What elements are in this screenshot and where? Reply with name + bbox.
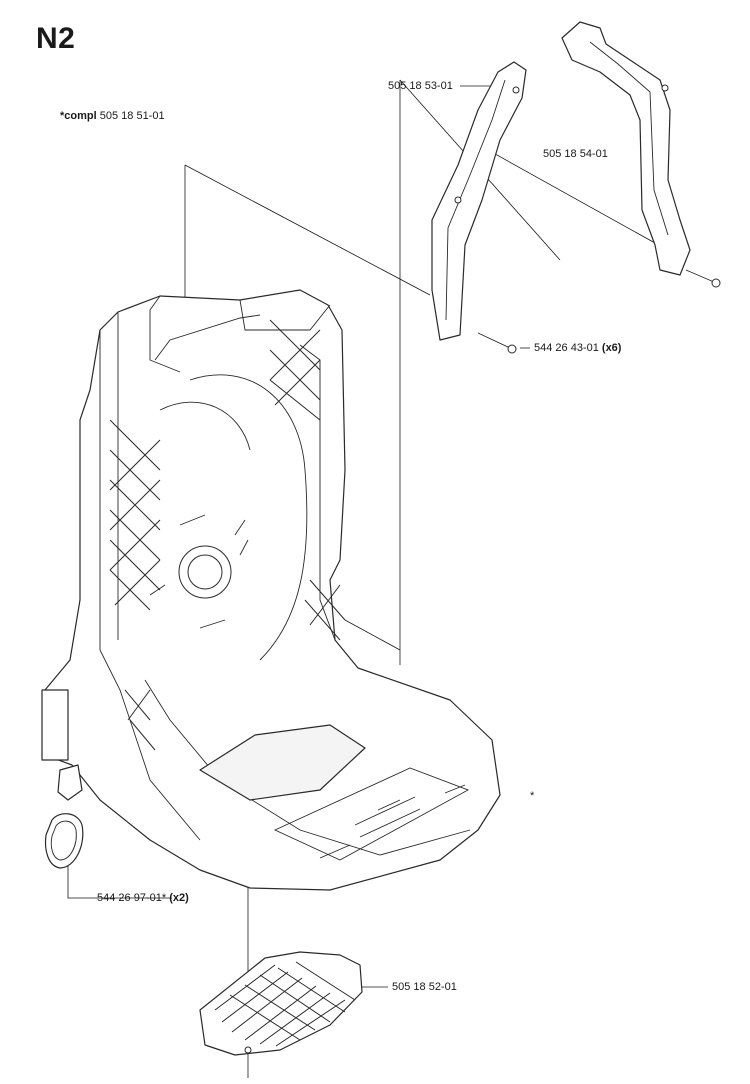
seat-plate-slots	[319, 784, 466, 859]
leader-line-seat	[344, 619, 401, 651]
label-compl: *compl 505 18 51-01	[60, 110, 165, 122]
backrest-panel-curve	[189, 374, 308, 661]
label-arm-right-number: 505 18 54-01	[543, 148, 608, 160]
label-screw-number: 544 26 43-01	[534, 342, 599, 354]
backrest-top-inner	[149, 295, 181, 373]
grille-mesh	[214, 961, 356, 1047]
screws	[477, 269, 721, 354]
backrest-panel-inner-curve	[159, 401, 251, 451]
leader-line-arm-right	[469, 139, 656, 244]
arm-left	[431, 61, 527, 341]
label-screw-qty: (x6)	[601, 342, 622, 354]
lower-right-lattice	[304, 579, 346, 641]
arm-left-hole-top	[512, 86, 520, 94]
backrest-slots	[149, 514, 249, 629]
arm-right-hole	[661, 84, 669, 92]
screw-left-head	[507, 344, 517, 354]
lower-left-lattice	[124, 689, 156, 751]
screw-right-shaft	[685, 269, 715, 283]
arm-left-hole-mid	[454, 196, 462, 204]
backrest-top-ridge	[239, 299, 331, 331]
grille-outline	[199, 951, 363, 1056]
label-compl-number: 505 18 51-01	[99, 110, 165, 122]
label-asterisk: *	[530, 790, 534, 802]
label-arm-left: 505 18 53-01	[388, 80, 453, 92]
arm-right-inner-line	[589, 41, 669, 236]
label-screw: 544 26 43-01 (x6)	[534, 342, 621, 354]
label-plate-number: 505 18 52-01	[392, 981, 457, 993]
top-right-lattice	[269, 319, 321, 421]
ring-outer	[44, 813, 84, 869]
top-rib	[154, 314, 261, 361]
seat-cutout	[199, 724, 366, 801]
side-bracket	[41, 689, 69, 761]
grille-plate	[199, 951, 363, 1056]
backrest-left-edge	[99, 330, 201, 841]
arm-left-inner-line	[445, 79, 506, 321]
label-arm-right: 505 18 54-01	[543, 148, 608, 160]
arm-left-outline	[431, 61, 527, 341]
backrest-outline	[44, 289, 501, 891]
grille-hole	[244, 1046, 252, 1054]
label-compl-prefix: *compl	[60, 110, 97, 122]
seat-curve	[144, 679, 471, 856]
ring-clip	[57, 764, 83, 801]
backrest-frame	[41, 289, 501, 891]
screw-left-shaft	[477, 332, 511, 349]
label-ring-number: 544 26 97-01*	[97, 892, 167, 904]
screw-right-head	[711, 278, 721, 288]
label-arm-left-number: 505 18 53-01	[388, 80, 453, 92]
ring-inner	[50, 820, 77, 861]
page-title: N2	[36, 22, 76, 55]
left-lattice	[109, 419, 161, 611]
backrest-right-inner	[299, 344, 336, 641]
ring-part	[44, 764, 84, 869]
label-plate: 505 18 52-01	[392, 981, 457, 993]
label-ring-qty: (x2)	[169, 892, 189, 904]
label-ring: 544 26 97-01* (x2)	[97, 892, 189, 904]
seat-plate-area	[273, 767, 470, 861]
arm-right-outline	[561, 21, 691, 276]
hub-inner	[187, 554, 223, 590]
label-asterisk-text: *	[530, 790, 535, 802]
arm-right	[561, 21, 691, 276]
leader-line-compl-arm	[184, 164, 431, 296]
